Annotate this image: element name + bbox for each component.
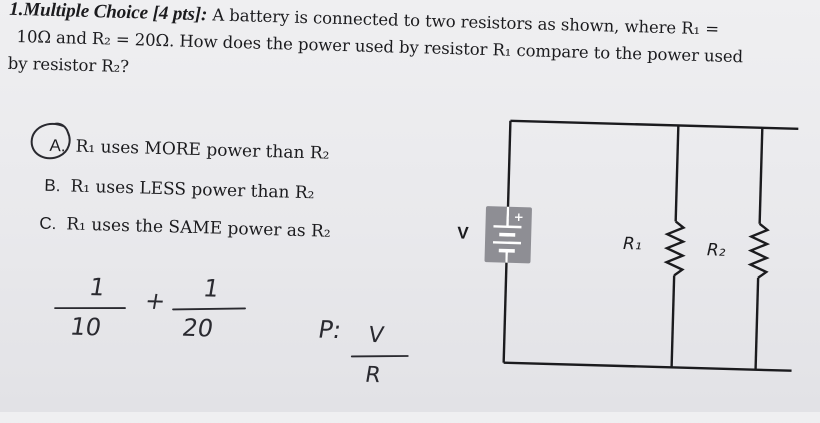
hw-frac2-den: 20 xyxy=(180,314,215,343)
hw-frac1-den: 10 xyxy=(68,313,103,342)
fraction-bar-2 xyxy=(173,306,245,311)
fraction-bar-3 xyxy=(352,354,408,358)
fraction-bar-1 xyxy=(55,306,125,310)
hw-power-symbol: P: xyxy=(316,316,343,345)
